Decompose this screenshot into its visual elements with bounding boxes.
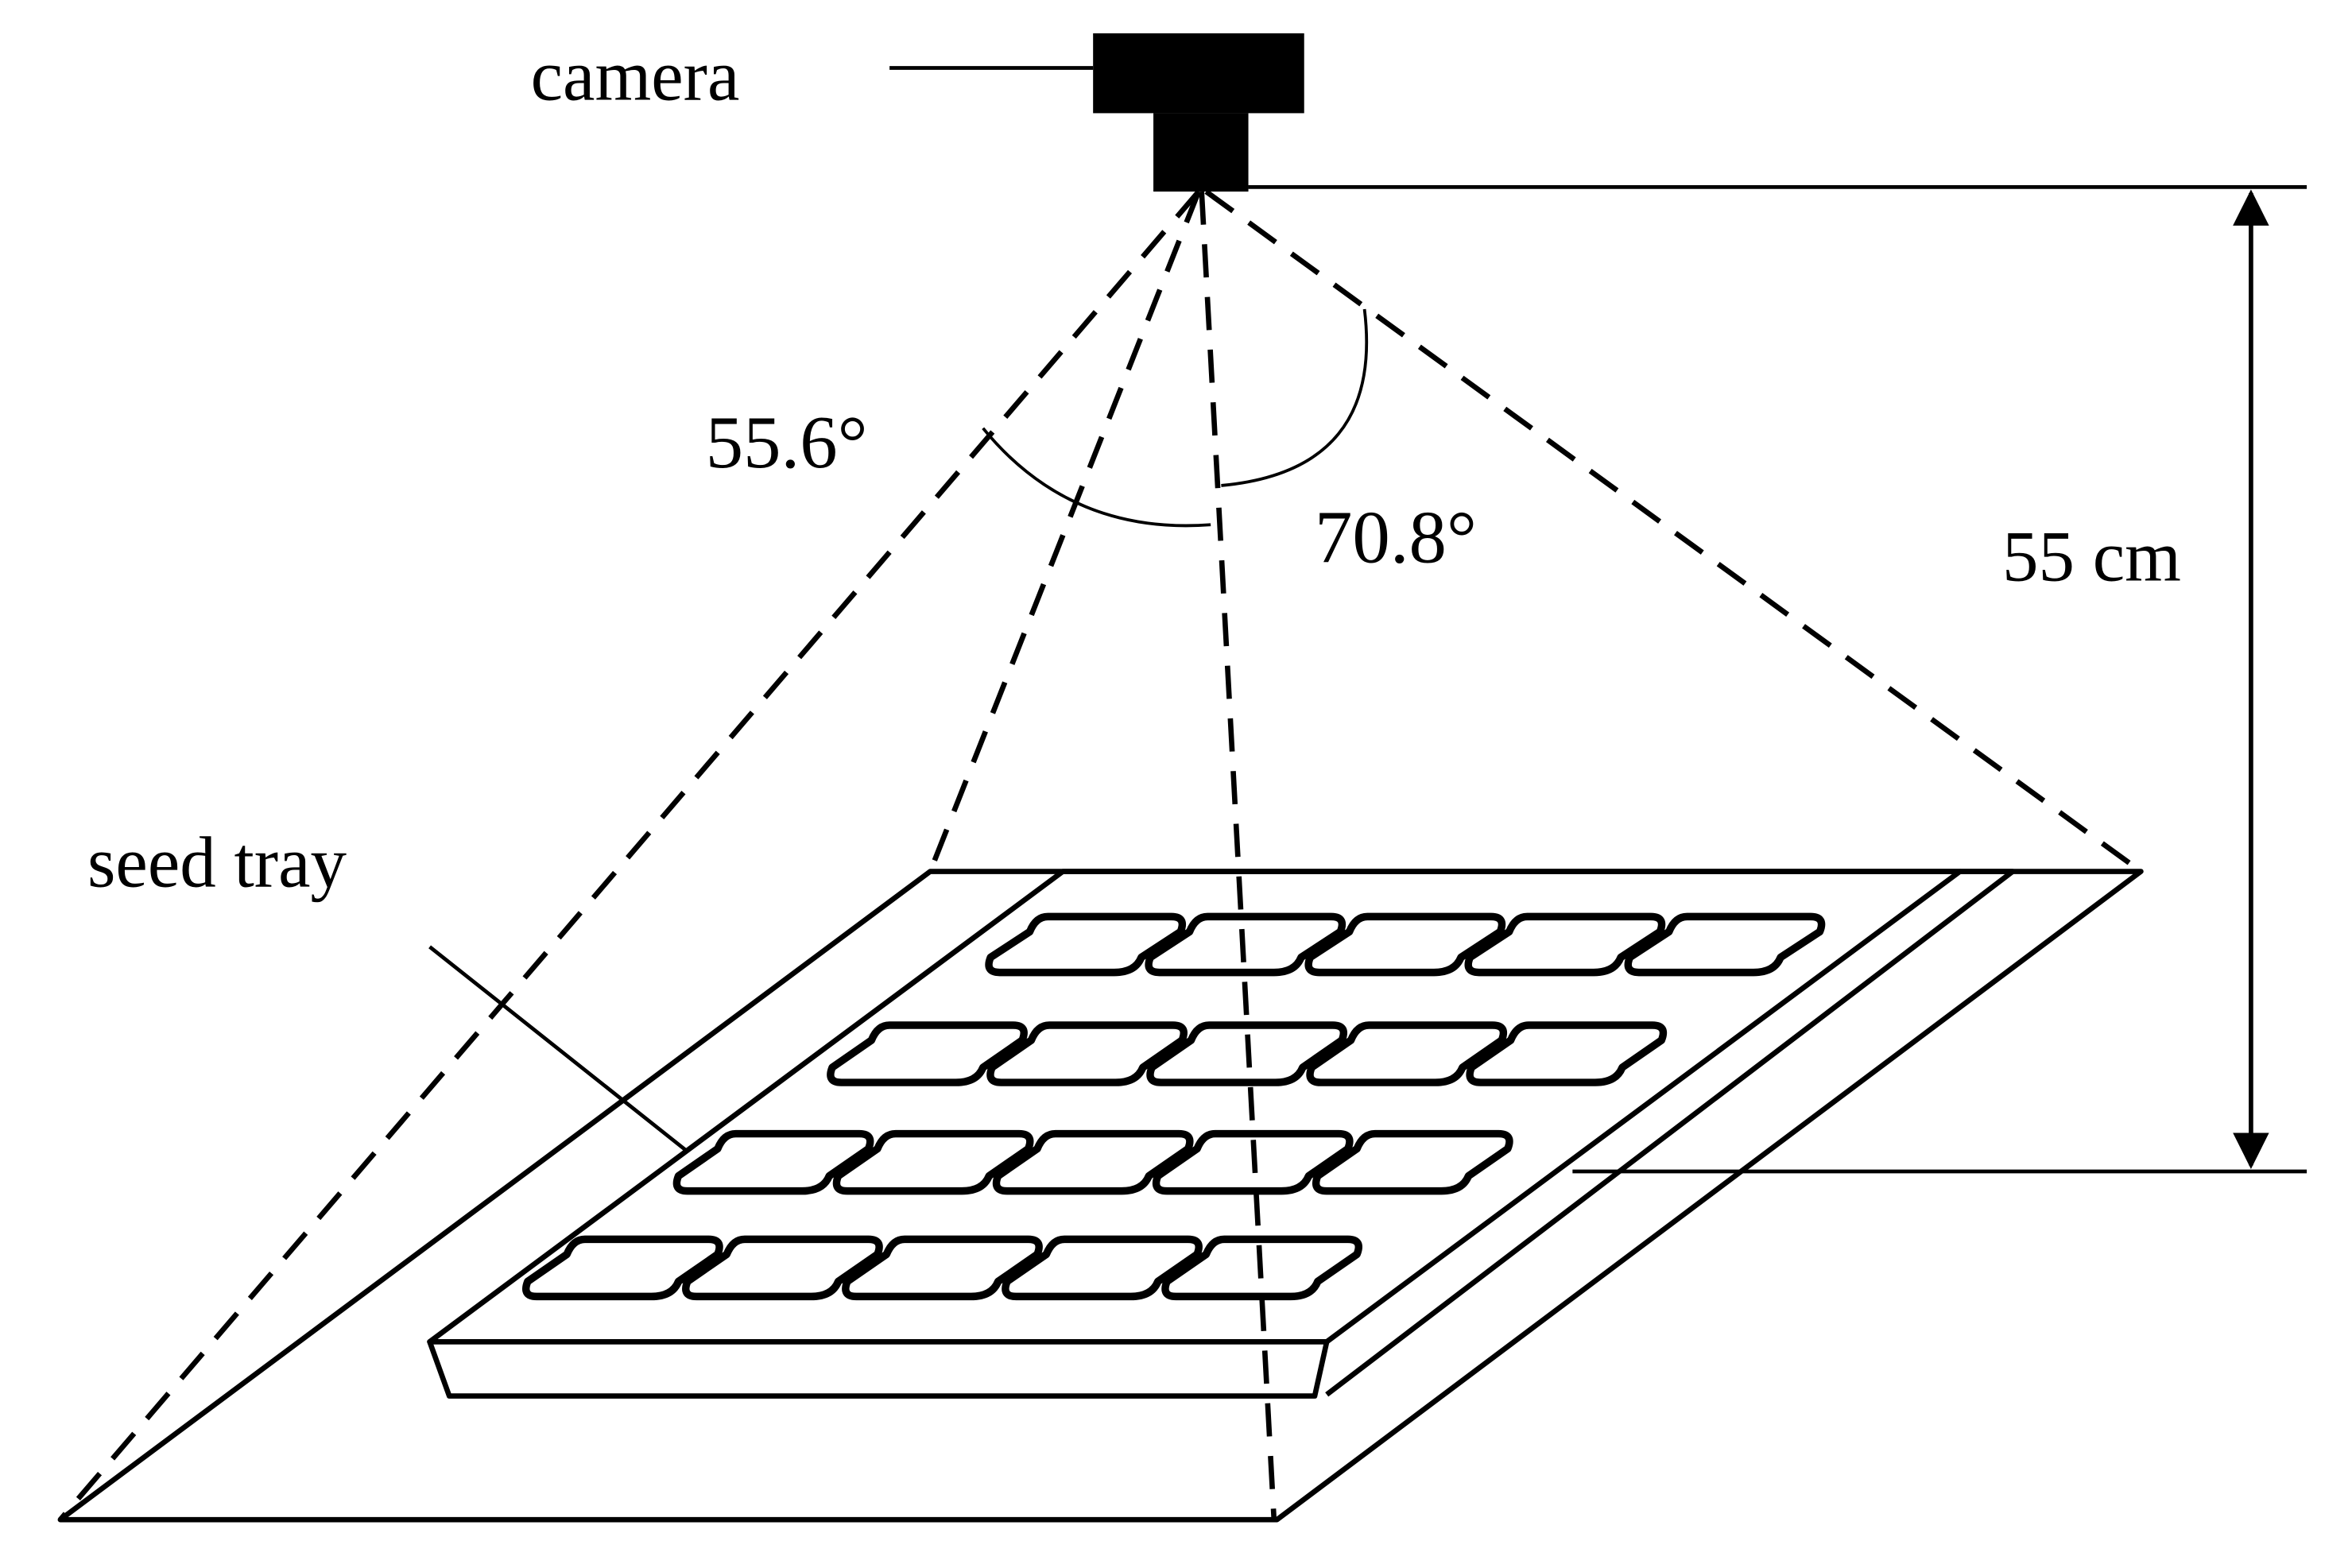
tray-cell bbox=[986, 1021, 1188, 1086]
tray-cell bbox=[992, 1129, 1194, 1195]
seed-tray-label: seed tray bbox=[87, 822, 347, 902]
tray-cell bbox=[522, 1235, 723, 1301]
camera-icon bbox=[1093, 33, 1304, 192]
ray-center bbox=[1199, 191, 1277, 1520]
height-label: 55 cm bbox=[2002, 516, 2181, 596]
tray-cell bbox=[1312, 1129, 1513, 1195]
angle-label-556: 55.6° bbox=[706, 400, 868, 484]
seed-tray bbox=[427, 869, 2016, 1399]
ray-back-right bbox=[1204, 189, 2143, 874]
field-of-view-rays bbox=[58, 189, 2143, 1522]
tray-cell bbox=[1466, 1021, 1668, 1086]
tray-cell bbox=[1306, 1021, 1508, 1086]
tray-cell bbox=[682, 1235, 883, 1301]
tray-front-face bbox=[427, 1338, 1330, 1399]
tray-cell bbox=[1624, 912, 1826, 977]
angle-label-708: 70.8° bbox=[1315, 495, 1477, 579]
tray-cell bbox=[1002, 1235, 1203, 1301]
tray-top-surface bbox=[427, 869, 1963, 1345]
tray-right-rim bbox=[1325, 869, 2016, 1397]
tray-cells bbox=[522, 912, 1826, 1301]
seed-tray-leader-line bbox=[428, 945, 688, 1152]
tray-cell bbox=[1145, 912, 1346, 977]
tray-cell bbox=[827, 1021, 1028, 1086]
ray-back-left bbox=[928, 190, 1202, 873]
tray-cell bbox=[985, 912, 1187, 977]
tray-cell bbox=[672, 1129, 874, 1195]
tray-cell bbox=[1304, 912, 1506, 977]
tray-cell bbox=[1146, 1021, 1348, 1086]
tray-cell bbox=[842, 1235, 1043, 1301]
tray-cell bbox=[1161, 1235, 1362, 1301]
ray-front-left bbox=[58, 189, 1201, 1522]
tray-cell bbox=[832, 1129, 1034, 1195]
angle-arc-708 bbox=[1221, 308, 1369, 487]
tray-cell bbox=[1152, 1129, 1354, 1195]
camera-label: camera bbox=[531, 35, 740, 115]
tray-cell bbox=[1464, 912, 1666, 977]
angle-arc-556 bbox=[982, 427, 1211, 528]
